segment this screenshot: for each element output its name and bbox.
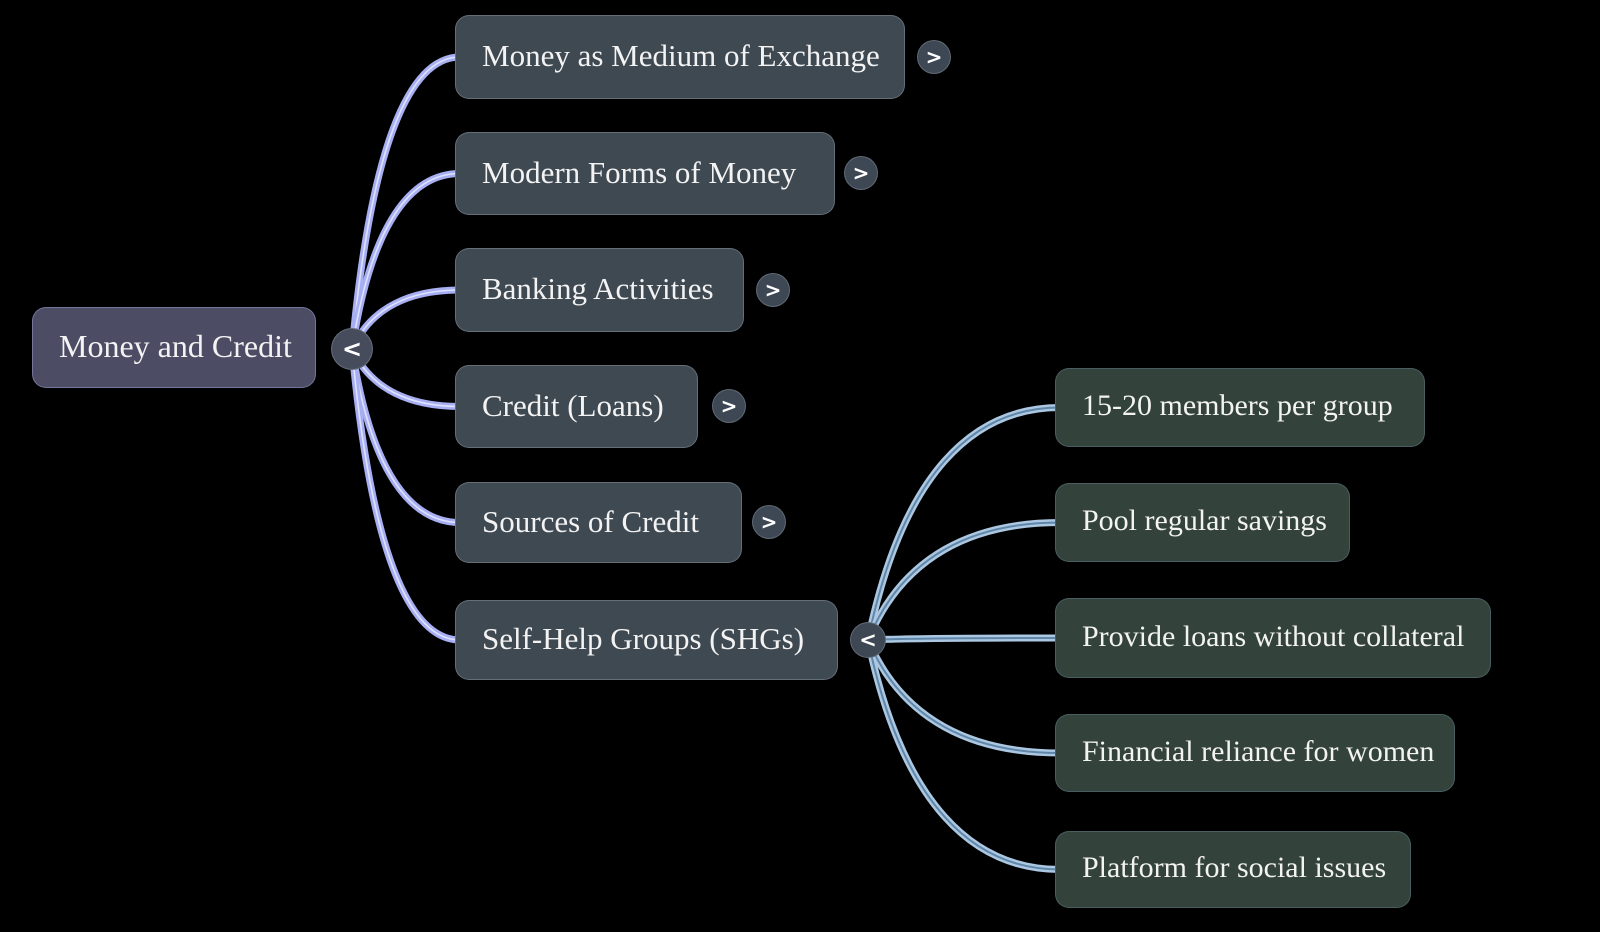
edge-root-to-branch-1 xyxy=(348,170,464,353)
edge-shg-to-leaf-4 xyxy=(864,636,1064,873)
edge-shg-to-leaf-1 xyxy=(864,519,1064,644)
node-label: Modern Forms of Money xyxy=(482,154,797,190)
node-modern-forms-of-money[interactable]: Modern Forms of Money xyxy=(455,132,835,215)
node-label: Financial reliance for women xyxy=(1082,734,1435,768)
collapse-button-money-and-credit[interactable]: < xyxy=(331,328,373,370)
edge-shg-to-leaf-1 xyxy=(867,521,1061,641)
node-15-20-members-per-group[interactable]: 15-20 members per group xyxy=(1055,368,1425,447)
edge-shg-to-leaf-3 xyxy=(867,639,1061,754)
node-sources-of-credit[interactable]: Sources of Credit xyxy=(455,482,742,563)
node-label: Money and Credit xyxy=(59,328,292,364)
expand-icon: > xyxy=(925,45,943,69)
expand-button-modern-forms-of-money[interactable]: > xyxy=(844,156,878,190)
collapse-icon: < xyxy=(341,335,363,363)
node-label: Credit (Loans) xyxy=(482,387,664,423)
node-label: 15-20 members per group xyxy=(1082,389,1393,422)
edge-shg-to-leaf-2 xyxy=(867,637,1061,641)
node-provide-loans-without-collateral[interactable]: Provide loans without collateral xyxy=(1055,598,1491,678)
expand-icon: > xyxy=(760,510,778,534)
expand-icon: > xyxy=(764,278,782,302)
node-credit-loans[interactable]: Credit (Loans) xyxy=(455,365,698,448)
edge-shg-to-leaf-0 xyxy=(864,404,1064,644)
edge-shg-to-leaf-0 xyxy=(867,406,1061,641)
edge-shg-to-leaf-3 xyxy=(864,636,1064,757)
collapse-icon: < xyxy=(859,628,877,652)
edge-root-to-branch-5 xyxy=(351,348,461,641)
edge-root-to-branch-4 xyxy=(348,345,464,526)
node-financial-reliance-for-women[interactable]: Financial reliance for women xyxy=(1055,714,1455,792)
edge-root-to-branch-1 xyxy=(351,172,461,350)
node-label: Money as Medium of Exchange xyxy=(482,38,880,73)
edge-root-to-branch-0 xyxy=(351,56,461,350)
node-banking-activities[interactable]: Banking Activities xyxy=(455,248,744,332)
node-label: Sources of Credit xyxy=(482,503,699,539)
node-label: Provide loans without collateral xyxy=(1082,619,1465,653)
collapse-button-self-help-groups-shgs[interactable]: < xyxy=(850,622,886,658)
node-label: Self-Help Groups (SHGs) xyxy=(482,621,805,656)
edge-shg-to-leaf-2 xyxy=(864,634,1064,644)
expand-button-banking-activities[interactable]: > xyxy=(756,273,790,307)
expand-button-money-as-medium-of-exchange[interactable]: > xyxy=(917,40,951,74)
node-money-as-medium-of-exchange[interactable]: Money as Medium of Exchange xyxy=(455,15,905,99)
edge-shg-to-leaf-4 xyxy=(867,639,1061,871)
edge-root-to-branch-0 xyxy=(348,53,464,353)
edge-root-to-branch-5 xyxy=(348,345,464,644)
node-self-help-groups-shgs[interactable]: Self-Help Groups (SHGs) xyxy=(455,600,838,680)
expand-button-credit-loans[interactable]: > xyxy=(712,389,746,423)
expand-button-sources-of-credit[interactable]: > xyxy=(752,505,786,539)
expand-icon: > xyxy=(720,394,738,418)
node-label: Banking Activities xyxy=(482,271,714,306)
node-label: Platform for social issues xyxy=(1082,851,1387,884)
node-label: Pool regular savings xyxy=(1082,504,1327,537)
node-money-and-credit[interactable]: Money and Credit xyxy=(32,307,316,388)
node-pool-regular-savings[interactable]: Pool regular savings xyxy=(1055,483,1350,562)
node-platform-for-social-issues[interactable]: Platform for social issues xyxy=(1055,831,1411,908)
expand-icon: > xyxy=(852,161,870,185)
edge-root-to-branch-4 xyxy=(351,348,461,524)
